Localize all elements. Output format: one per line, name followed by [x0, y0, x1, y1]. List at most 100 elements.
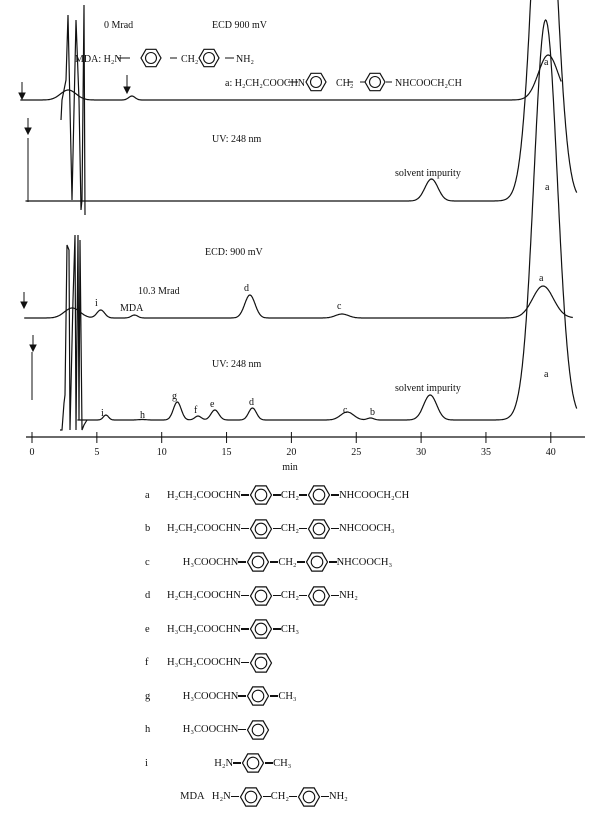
- benzene-ring-icon: [307, 485, 331, 505]
- bond: [296, 561, 305, 563]
- peak-label-i: i: [95, 298, 98, 309]
- bond: [331, 527, 340, 530]
- peak-label-e: e: [210, 399, 215, 410]
- structure-fragment: CH₂: [270, 791, 289, 802]
- bond: [289, 795, 297, 798]
- structure-fragment: CH₂: [280, 523, 300, 534]
- peak-label-solvent: solvent impurity: [395, 168, 461, 179]
- structure-fragment: NH₂: [329, 791, 348, 802]
- peak-label-b: b: [370, 407, 375, 418]
- bond: [240, 661, 249, 664]
- trace-ecd-900-mv: [24, 285, 573, 319]
- x-tick-label: 30: [416, 447, 426, 458]
- structure-fragment: CH₃: [273, 757, 292, 769]
- mda-ch2: CH₂: [181, 54, 198, 65]
- x-tick-label: 40: [546, 447, 556, 458]
- bond: [240, 527, 249, 530]
- trace-uv-248-nm: [77, 19, 578, 421]
- benzene-ring-icon: [247, 719, 270, 740]
- peak-label-a: a: [539, 273, 544, 284]
- benzene-ring-icon: [247, 686, 270, 706]
- benzene-ring-icon: [249, 585, 273, 606]
- peak-label-a: a: [544, 369, 549, 380]
- structure-row: h H₃COOCHN: [145, 718, 270, 742]
- a-structure-label: a: H₂CH₂COOCHN: [225, 78, 305, 89]
- x-tick-label: 20: [286, 447, 296, 458]
- structure-label: g: [145, 690, 151, 702]
- x-axis-label: min: [282, 462, 298, 473]
- structure-fragment: H₂N: [167, 757, 234, 769]
- bond: [331, 594, 340, 597]
- peak-label-d: d: [249, 397, 254, 408]
- peak-label-a: a: [544, 57, 549, 68]
- peak-label-a: a: [545, 182, 550, 193]
- bond: [238, 561, 247, 563]
- benzene-ring-icon: [239, 786, 262, 807]
- structure-label: f: [145, 657, 149, 668]
- benzene-ring-icon: [249, 652, 273, 673]
- mda-structure-label: MDA: H₂N: [75, 54, 122, 65]
- bond: [240, 594, 249, 597]
- structure-fragment: CH₂: [280, 489, 300, 501]
- bond: [272, 527, 281, 530]
- peak-label-h: h: [140, 410, 145, 421]
- x-tick-label: 5: [94, 447, 99, 458]
- benzene-ring-icon: [307, 585, 331, 606]
- peak-label-c: c: [343, 405, 348, 416]
- a-ch2: CH₂: [336, 78, 353, 89]
- structure-fragment: H₂CH₂COOCHN: [167, 590, 241, 601]
- bond: [270, 695, 279, 697]
- benzene-ring-icon: [249, 518, 273, 539]
- trace-uv-248-nm: [25, 0, 578, 202]
- benzene-ring-icon: [249, 518, 273, 539]
- mda-nh2: NH₂: [236, 54, 254, 65]
- bond: [299, 494, 308, 496]
- benzene-ring-icon: [249, 652, 273, 673]
- bond: [238, 728, 247, 731]
- x-tick-label: 35: [481, 447, 491, 458]
- peak-label-g: g: [172, 391, 177, 402]
- structure-fragment: H₃CH₂COOCHN: [167, 623, 241, 635]
- bond: [321, 795, 329, 798]
- bond: [233, 762, 242, 764]
- bond: [240, 628, 249, 630]
- structure-fragment: NHCOOCH₂CH: [339, 489, 410, 501]
- structure-fragment: H₃COOCHN: [167, 690, 239, 702]
- benzene-ring-icon: [305, 72, 327, 92]
- benzene-ring-icon: [247, 686, 270, 706]
- structure-row: f H₃CH₂COOCHN: [145, 651, 273, 675]
- structure-fragment: MDA H₂N: [167, 791, 231, 802]
- structure-fragment: CH₃: [278, 690, 297, 702]
- structure-label: a: [145, 489, 150, 501]
- bond: [262, 795, 271, 798]
- benzene-ring-icon: [305, 552, 328, 572]
- bond: [265, 762, 274, 764]
- benzene-ring-icon: [307, 518, 331, 539]
- benzene-ring-icon: [140, 48, 162, 68]
- detector-label: ECD: 900 mV: [205, 247, 264, 258]
- structure-row: MDA H₂N CH₂ NH₂: [145, 785, 348, 809]
- structure-label: b: [145, 523, 151, 534]
- benzene-ring-icon: [297, 786, 321, 807]
- detector-label: ECD 900 mV: [212, 20, 268, 31]
- structure-fragment: NHCOOCH₃: [339, 523, 395, 534]
- structure-fragment: H₃CH₂COOCHN: [167, 657, 241, 668]
- structure-fragment: H₂CH₂COOCHN: [167, 489, 241, 501]
- bond: [240, 494, 249, 496]
- bond: [270, 561, 279, 563]
- benzene-ring-icon: [249, 485, 273, 505]
- detector-label: UV: 248 nm: [212, 134, 261, 145]
- benzene-ring-icon: [364, 72, 386, 92]
- dose-label: 0 Mrad: [104, 20, 133, 31]
- structure-fragment: NHCOOCH₃: [336, 556, 393, 568]
- detector-label: UV: 248 nm: [212, 359, 261, 370]
- structure-row: a H₂CH₂COOCHN CH₂ NHCOOCH₂CH: [145, 483, 409, 507]
- peak-label-c: c: [337, 301, 342, 312]
- benzene-ring-icon: [249, 485, 273, 505]
- bond: [238, 695, 247, 697]
